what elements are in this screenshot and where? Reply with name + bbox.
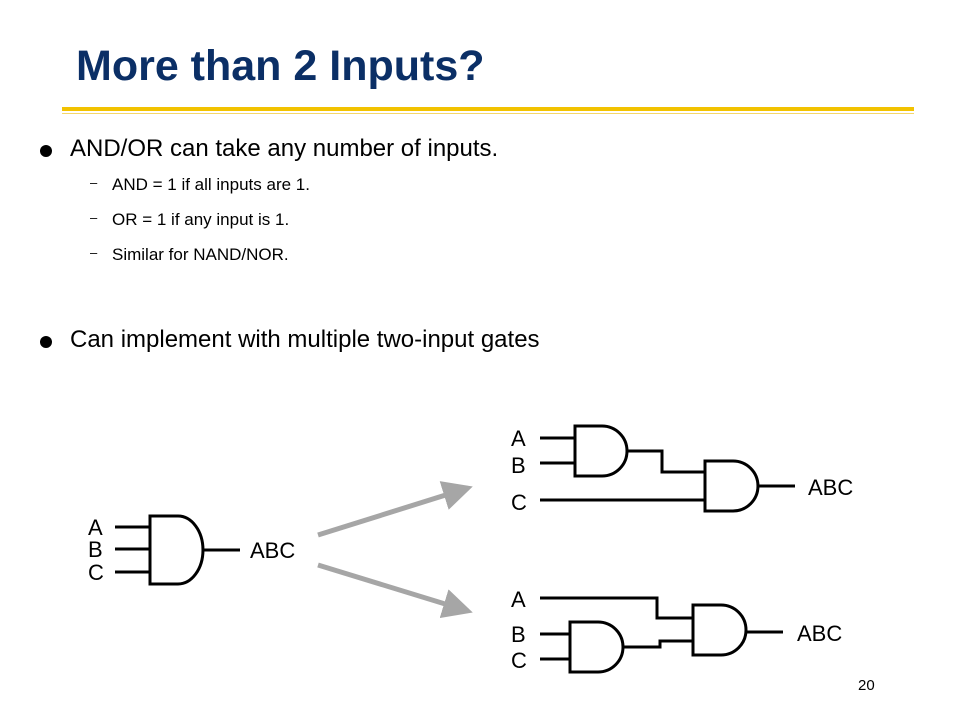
gate-input-label: B — [511, 622, 526, 647]
bullet-dot — [40, 336, 52, 348]
gate-output-label: ABC — [808, 475, 853, 500]
gate-input-label: B — [511, 453, 526, 478]
slide-title: More than 2 Inputs? — [76, 42, 485, 90]
sub-bullet-dash: – — [90, 175, 98, 190]
sub-bullet-text: AND = 1 if all inputs are 1. — [112, 175, 310, 194]
gate-input-label: C — [511, 490, 527, 515]
bullet-text: AND/OR can take any number of inputs. — [70, 135, 499, 162]
gate-output-label: ABC — [250, 538, 295, 563]
arrow-up-right — [317, 481, 473, 538]
arrow-down-right — [317, 562, 473, 619]
title-underline-thin — [62, 113, 914, 114]
title-underline — [62, 107, 914, 111]
bullet-dot — [40, 145, 52, 157]
sub-bullet-dash: – — [90, 210, 98, 225]
gate-input-label: B — [88, 537, 103, 562]
gate-input-label: A — [511, 426, 526, 451]
gate-input-label: A — [511, 587, 526, 612]
cascade-top: A B C ABC — [511, 424, 853, 515]
gate-input-label: A — [88, 515, 103, 540]
gate-input-label: C — [511, 648, 527, 673]
cascade-bottom: A B C ABC — [511, 587, 842, 674]
sub-bullet-text: OR = 1 if any input is 1. — [112, 210, 290, 229]
gate-output-label: ABC — [797, 621, 842, 646]
bullet-text: Can implement with multiple two-input ga… — [70, 326, 540, 353]
sub-bullet-text: Similar for NAND/NOR. — [112, 245, 289, 264]
sub-bullet-dash: – — [90, 245, 98, 260]
gate-input-label: C — [88, 560, 104, 585]
page-number: 20 — [858, 677, 875, 694]
three-input-and-gate: A B C ABC — [88, 514, 295, 586]
